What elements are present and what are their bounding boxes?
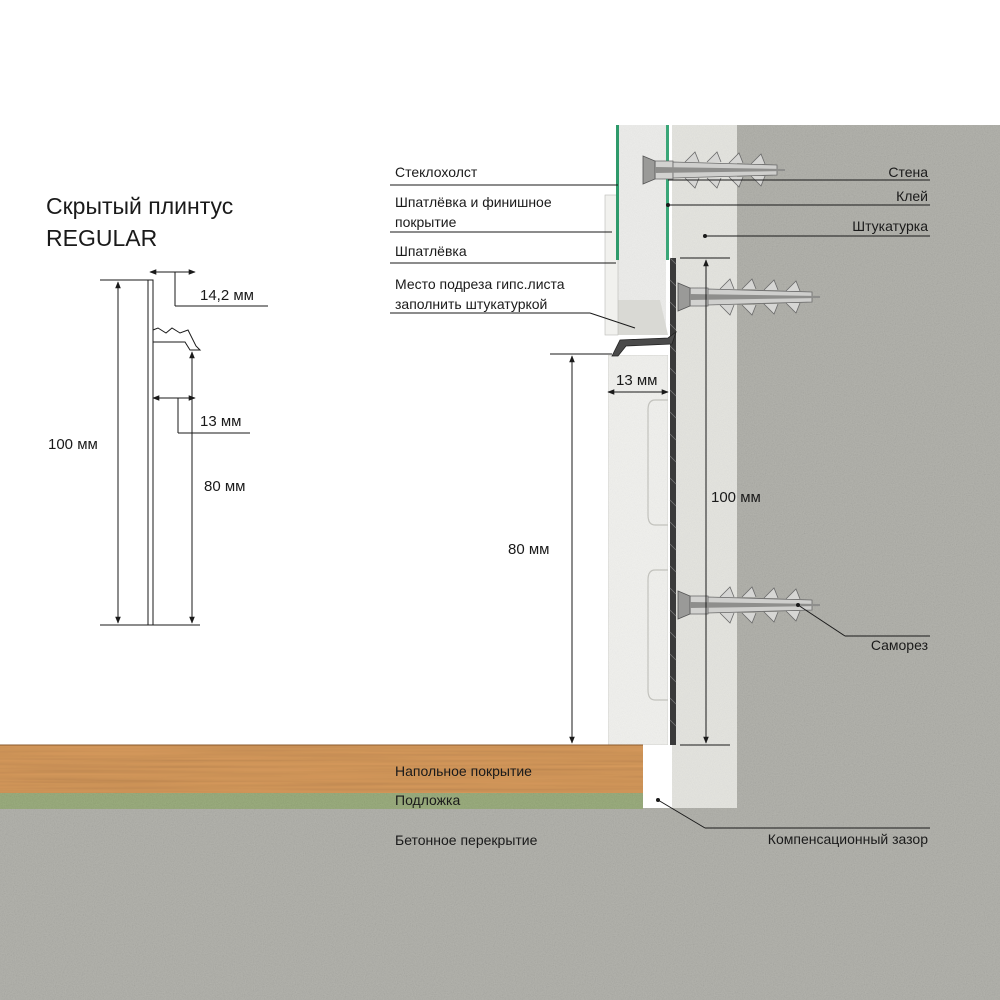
title-line-2: REGULAR	[46, 225, 158, 251]
plinth-insert	[607, 354, 669, 746]
dim-reveal-section: 13 мм	[616, 372, 658, 389]
leader-dot-gap	[656, 798, 660, 802]
leader-dot-glue	[666, 203, 670, 207]
label-glue: Клей	[896, 188, 928, 204]
label-putty-finish-2: покрытие	[395, 214, 457, 230]
label-putty: Шпатлёвка	[395, 243, 467, 259]
cut-fill-wedge	[618, 300, 668, 335]
label-screw: Саморез	[870, 637, 928, 653]
concrete-slab	[0, 808, 1000, 1000]
profile-hatch	[669, 257, 677, 727]
insert-groove	[647, 399, 668, 701]
fiberglass-strip	[616, 125, 619, 260]
plaster-layer	[672, 125, 737, 808]
label-slab: Бетонное перекрытие	[395, 832, 538, 848]
label-wall: Стена	[888, 164, 928, 180]
label-plaster: Штукатурка	[852, 218, 928, 234]
dim-top-offset: 14,2 мм	[200, 287, 254, 304]
label-flooring: Напольное покрытие	[395, 763, 532, 779]
underlay-layer	[0, 793, 643, 809]
label-cut-2: заполнить штукатуркой	[395, 296, 548, 312]
putty-coat	[604, 194, 619, 336]
dim-reveal-small: 13 мм	[200, 413, 242, 430]
profile-dimension-lines	[100, 269, 268, 626]
expansion-gap-area	[643, 745, 672, 808]
callout-leader-lines	[390, 179, 930, 829]
leader-dot-screw	[796, 603, 800, 607]
label-expansion-gap: Компенсационный зазор	[767, 831, 928, 847]
dim-height-lower-small: 80 мм	[204, 478, 246, 495]
label-fiberglass: Стеклохолст	[395, 164, 478, 180]
label-underlay: Подложка	[395, 792, 461, 808]
dim-height-lower-section: 80 мм	[508, 541, 550, 558]
leader-dot-plaster	[703, 234, 707, 238]
label-cut-1: Место подреза гипс.листа	[395, 276, 565, 292]
section-dimension-lines	[550, 257, 730, 746]
dim-height-total-section: 100 мм	[711, 489, 761, 506]
flooring-layer	[0, 745, 643, 793]
title-line-1: Скрытый плинтус	[46, 193, 234, 219]
label-putty-finish-1: Шпатлёвка и финишное	[395, 194, 552, 210]
glue-strip	[666, 125, 669, 260]
profile-top-lip	[611, 330, 677, 357]
concrete-wall	[737, 125, 1000, 810]
dim-height-total-small: 100 мм	[48, 436, 98, 453]
plinth-profile	[670, 258, 676, 745]
